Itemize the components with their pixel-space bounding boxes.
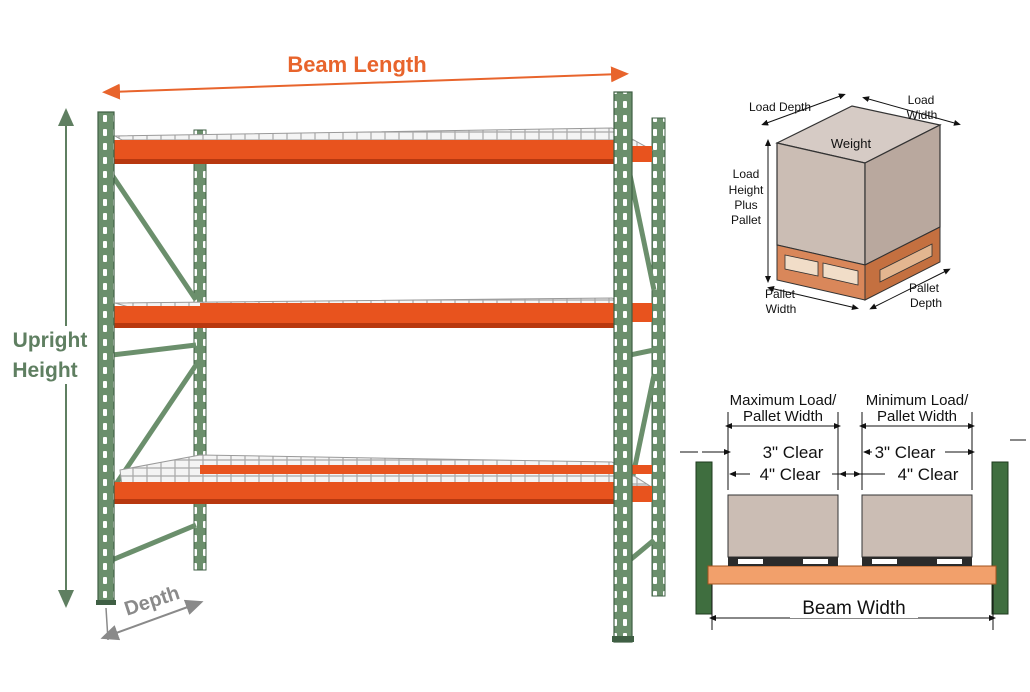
- right-pallet: [862, 557, 972, 566]
- clearance-right-upright: [991, 461, 1009, 615]
- clearance-left-upright: [695, 461, 713, 615]
- left-pallet: [728, 557, 838, 566]
- front-left-upright: [97, 111, 115, 605]
- bottom-front-beam: [108, 482, 626, 504]
- bottom-side-beam-stub: [630, 486, 652, 502]
- right-load-box: [861, 494, 973, 558]
- right-frame-bracing: [627, 174, 657, 562]
- bottom-back-beam: [200, 465, 652, 474]
- clearance-beam: [707, 565, 997, 585]
- pallet-opening-right: [822, 262, 859, 286]
- pallet-rack: [96, 91, 666, 643]
- front-left-baseplate: [96, 600, 116, 605]
- load-box-front: [776, 142, 866, 266]
- load-width-label-line1: Load: [908, 93, 935, 107]
- weight-label: Weight: [831, 136, 872, 151]
- min-load-label-line1: Minimum Load/: [866, 392, 969, 409]
- pallet-depth-label-line2: Depth: [910, 296, 942, 310]
- top-side-beam-stub: [630, 146, 652, 162]
- load-height-label-line1: Load: [733, 167, 760, 181]
- middle-side-beam-stub: [630, 306, 652, 322]
- right-4in-clear-label: 4" Clear: [898, 465, 959, 484]
- max-load-label-line1: Maximum Load/: [730, 392, 838, 409]
- beam-length-dimension: Beam Length: [102, 52, 629, 100]
- depth-dimension: Depth: [100, 582, 204, 641]
- pallet-opening-left: [784, 254, 819, 277]
- load-height-label-line4: Pallet: [731, 213, 762, 227]
- load-pallet-diagram: Weight Load Depth Load Width Load Height…: [729, 93, 961, 316]
- min-load-label-line2: Pallet Width: [877, 408, 957, 425]
- pallet-width-label-line1: Pallet: [765, 287, 796, 301]
- load-width-label-line2: Width: [907, 108, 938, 122]
- beam-width-label: Beam Width: [802, 598, 905, 619]
- upright-height-label-line2: Height: [12, 359, 77, 382]
- max-load-label-line2: Pallet Width: [743, 408, 823, 425]
- middle-front-beam: [108, 306, 626, 328]
- right-3in-clear-label: 3" Clear: [875, 443, 936, 462]
- load-height-label-line2: Height: [729, 183, 764, 197]
- front-right-upright: [613, 91, 633, 643]
- left-load-box: [727, 494, 839, 558]
- depth-label: Depth: [122, 582, 183, 620]
- upright-height-label-line1: Upright: [13, 329, 88, 352]
- load-depth-label: Load Depth: [749, 100, 811, 114]
- load-height-label-line3: Plus: [734, 198, 757, 212]
- pallet-depth-label-line1: Pallet: [909, 281, 940, 295]
- top-front-beam: [108, 140, 626, 164]
- back-right-upright: [651, 117, 666, 597]
- left-4in-clear-label: 4" Clear: [760, 465, 821, 484]
- beam-length-label: Beam Length: [287, 52, 426, 77]
- pallet-width-label-line2: Width: [766, 302, 797, 316]
- front-right-baseplate: [612, 636, 634, 642]
- clearance-diagram: Maximum Load/ Pallet Width Minimum Load/…: [680, 392, 1026, 630]
- upright-height-dimension: Upright Height: [4, 108, 96, 608]
- left-3in-clear-label: 3" Clear: [763, 443, 824, 462]
